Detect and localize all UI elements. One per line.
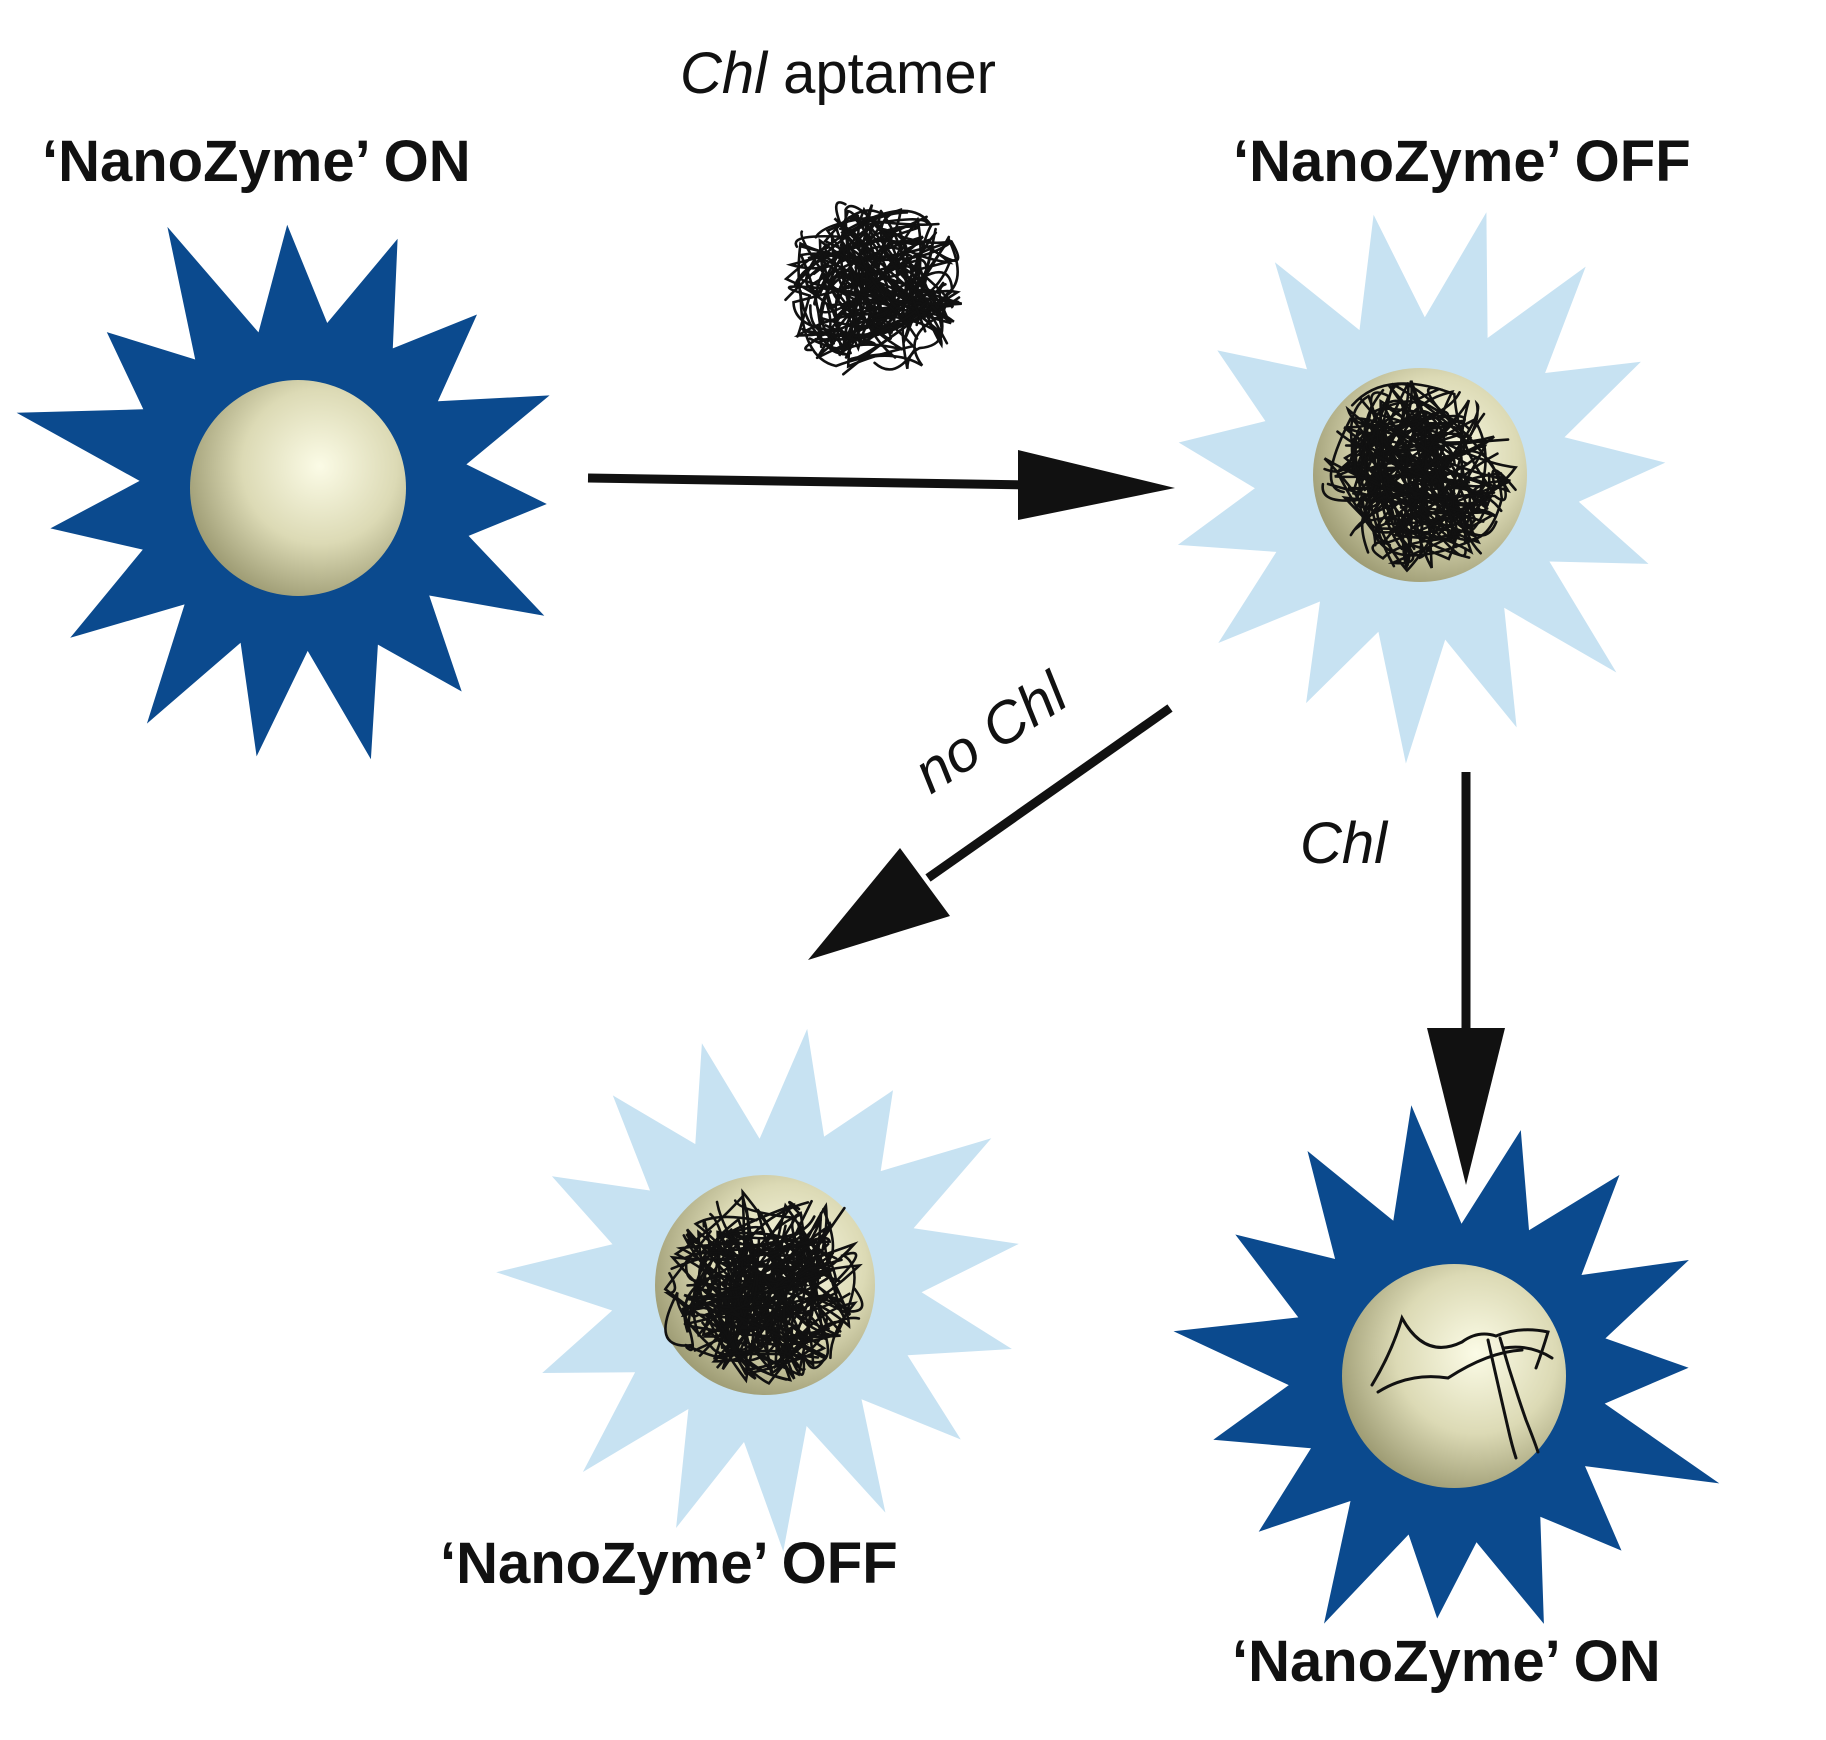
- aptamer-strand: [684, 1236, 832, 1283]
- arrow-no-chl: [808, 704, 1173, 960]
- aptamer-strand: [692, 1248, 819, 1380]
- aptamer-strand: [844, 204, 927, 359]
- released-aptamer-strands-icon: [1370, 1314, 1554, 1460]
- aptamer-strand: [711, 1237, 786, 1363]
- aptamer-strand: [690, 1218, 851, 1320]
- aptamer-strand: [1383, 399, 1469, 466]
- aptamer-strand: [1352, 391, 1434, 542]
- reagent-label: Chl aptamer: [680, 40, 996, 107]
- aptamer-strand: [1387, 511, 1495, 565]
- aptamer-coating-icon: [663, 1188, 864, 1386]
- aptamer-coating-icon: [1321, 380, 1518, 573]
- aptamer-strand: [1336, 425, 1447, 482]
- aptamer-strand: [714, 1207, 835, 1358]
- state-label-bottom-left: ‘NanoZyme’ OFF: [440, 1531, 898, 1596]
- aptamer-strand: [1323, 457, 1482, 555]
- aptamer-strand: [686, 1294, 827, 1376]
- branch-label-chl: Chl: [1300, 811, 1388, 876]
- aptamer-tangle-icon: [783, 201, 963, 376]
- aptamer-strand: [827, 258, 928, 351]
- arrow-add-aptamer: [587, 450, 1175, 520]
- aptamer-strand: [852, 216, 899, 335]
- aptamer-strand: [823, 245, 945, 340]
- aptamer-strand: [700, 1202, 820, 1360]
- aptamer-strand: [683, 1221, 832, 1326]
- aptamer-strand: [1352, 414, 1470, 504]
- arrow-chl: [1427, 772, 1505, 1185]
- state-label-top-left: ‘NanoZyme’ ON: [42, 129, 471, 194]
- aptamer-strand: [1349, 417, 1452, 568]
- aptamer-strand: [1407, 410, 1457, 536]
- aptamer-strand: [856, 206, 954, 308]
- aptamer-strand: [839, 209, 889, 334]
- aptamer-strand: [684, 1230, 841, 1339]
- aptamer-strand: [839, 226, 889, 346]
- state-label-bottom-right: ‘NanoZyme’ ON: [1232, 1629, 1661, 1694]
- aptamer-strand: [753, 1242, 827, 1364]
- aptamer-strand: [849, 270, 954, 362]
- reagent-label-aptamer: aptamer: [767, 41, 996, 106]
- nanoparticle-sphere-icon: [190, 380, 406, 596]
- aptamer-strand: [701, 1250, 759, 1329]
- aptamer-strand: [1410, 452, 1499, 533]
- aptamer-strand: [828, 271, 853, 356]
- aptamer-strand: [663, 1232, 741, 1318]
- aptamer-strand: [1371, 412, 1486, 560]
- aptamer-strand: [813, 244, 919, 340]
- aptamer-strand: [1372, 475, 1477, 557]
- state-label-top-right: ‘NanoZyme’ OFF: [1233, 129, 1691, 194]
- aptamer-strand: [1363, 464, 1435, 535]
- reagent-label-chl: Chl: [680, 41, 768, 106]
